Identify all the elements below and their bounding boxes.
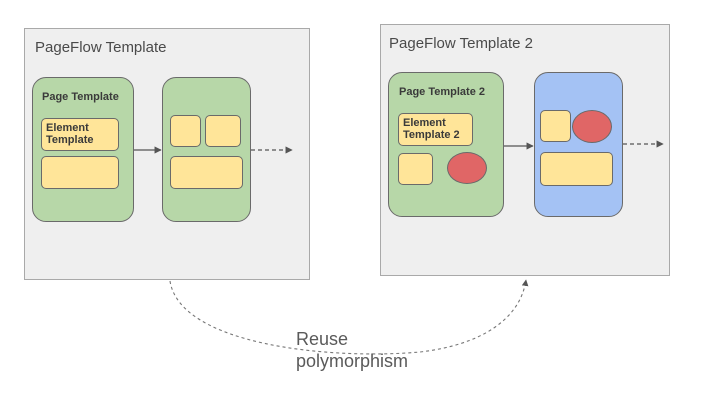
element-box: [205, 115, 241, 147]
reuse-caption: Reuse polymorphism: [296, 328, 408, 372]
element-box: [41, 156, 119, 189]
next-page: [162, 77, 251, 222]
page-template-title: Page Template: [42, 91, 119, 103]
reuse-arrow: [169, 279, 529, 355]
element-template-box: Element Template: [41, 118, 119, 151]
polymorphism-label: polymorphism: [296, 351, 409, 371]
element-oval: [447, 152, 487, 184]
element-box: [540, 110, 571, 142]
next-page-blue: [534, 72, 623, 217]
element-template-label: Element Template: [46, 122, 94, 146]
pageflow-template-title: PageFlow Template: [35, 39, 167, 56]
reuse-label: Reuse: [296, 329, 349, 349]
element-box: [170, 115, 201, 147]
element-oval: [572, 110, 612, 143]
element-box: [540, 152, 613, 186]
element-template-2-box: Element Template 2: [398, 113, 473, 146]
element-box: [398, 153, 433, 185]
element-template-2-label: Element Template 2: [403, 117, 460, 141]
element-box: [170, 156, 243, 189]
page-template-2-title: Page Template 2: [399, 86, 485, 98]
pageflow-template-2-title: PageFlow Template 2: [389, 35, 533, 52]
